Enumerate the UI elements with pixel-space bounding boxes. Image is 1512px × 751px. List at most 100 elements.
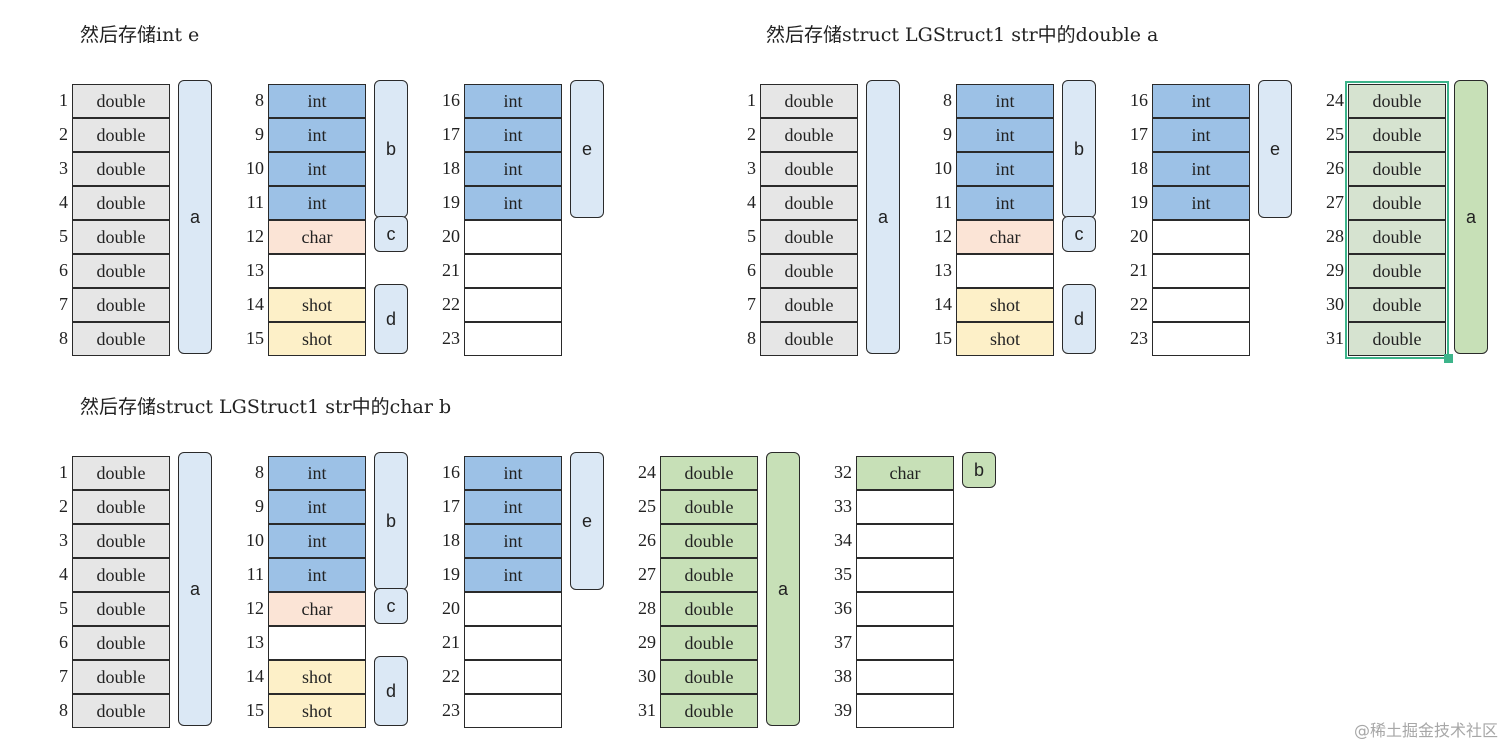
memory-cell: double bbox=[72, 152, 170, 186]
memory-cell: double bbox=[72, 694, 170, 728]
member-brace: b bbox=[374, 452, 408, 590]
memory-cell bbox=[464, 660, 562, 694]
address-index: 24 bbox=[638, 462, 656, 482]
memory-cell: char bbox=[856, 456, 954, 490]
address-index: 33 bbox=[834, 496, 852, 516]
address-index: 18 bbox=[442, 530, 460, 550]
address-index: 29 bbox=[638, 632, 656, 652]
member-brace: a bbox=[1454, 80, 1488, 354]
memory-cell: double bbox=[760, 186, 858, 220]
memory-cell: double bbox=[760, 220, 858, 254]
address-index: 3 bbox=[59, 530, 68, 550]
member-brace: a bbox=[178, 452, 212, 726]
memory-cell: double bbox=[660, 626, 758, 660]
memory-cell bbox=[464, 288, 562, 322]
member-brace: c bbox=[1062, 216, 1096, 252]
address-index: 38 bbox=[834, 666, 852, 686]
address-index: 11 bbox=[246, 192, 264, 212]
address-index: 37 bbox=[834, 632, 852, 652]
address-index: 19 bbox=[1130, 192, 1148, 212]
address-index: 24 bbox=[1326, 90, 1344, 110]
member-brace: c bbox=[374, 588, 408, 624]
memory-cell bbox=[464, 592, 562, 626]
address-index: 21 bbox=[1130, 260, 1148, 280]
memory-cell bbox=[464, 694, 562, 728]
memory-cell: double bbox=[72, 592, 170, 626]
address-index: 3 bbox=[747, 158, 756, 178]
member-brace: d bbox=[374, 656, 408, 726]
memory-cell: double bbox=[72, 254, 170, 288]
memory-cell: int bbox=[464, 84, 562, 118]
address-index: 29 bbox=[1326, 260, 1344, 280]
address-index: 4 bbox=[747, 192, 756, 212]
address-index: 6 bbox=[747, 260, 756, 280]
memory-cell: double bbox=[1348, 118, 1446, 152]
memory-cell bbox=[856, 558, 954, 592]
address-index: 3 bbox=[59, 158, 68, 178]
memory-cell: double bbox=[760, 322, 858, 356]
panel-title: 然后存储struct LGStruct1 str中的double a bbox=[766, 24, 1159, 46]
address-index: 10 bbox=[934, 158, 952, 178]
address-index: 22 bbox=[442, 666, 460, 686]
address-index: 12 bbox=[246, 226, 264, 246]
memory-cell: int bbox=[268, 84, 366, 118]
address-index: 6 bbox=[59, 260, 68, 280]
memory-cell: int bbox=[464, 524, 562, 558]
memory-cell: shot bbox=[956, 322, 1054, 356]
member-brace: b bbox=[1062, 80, 1096, 218]
address-index: 31 bbox=[638, 700, 656, 720]
address-index: 16 bbox=[442, 462, 460, 482]
address-index: 2 bbox=[747, 124, 756, 144]
memory-cell bbox=[856, 524, 954, 558]
memory-cell: int bbox=[1152, 84, 1250, 118]
address-index: 30 bbox=[638, 666, 656, 686]
memory-cell: int bbox=[1152, 186, 1250, 220]
address-index: 14 bbox=[934, 294, 952, 314]
memory-cell: double bbox=[1348, 288, 1446, 322]
address-index: 9 bbox=[255, 496, 264, 516]
selection-resize-handle[interactable] bbox=[1444, 354, 1453, 363]
address-index: 10 bbox=[246, 158, 264, 178]
address-index: 23 bbox=[442, 700, 460, 720]
address-index: 35 bbox=[834, 564, 852, 584]
memory-cell bbox=[956, 254, 1054, 288]
address-index: 2 bbox=[59, 124, 68, 144]
memory-cell: double bbox=[760, 254, 858, 288]
address-index: 21 bbox=[442, 632, 460, 652]
address-index: 15 bbox=[246, 328, 264, 348]
address-index: 16 bbox=[1130, 90, 1148, 110]
address-index: 16 bbox=[442, 90, 460, 110]
memory-cell: double bbox=[1348, 254, 1446, 288]
memory-cell: int bbox=[268, 152, 366, 186]
address-index: 9 bbox=[943, 124, 952, 144]
memory-cell: double bbox=[660, 490, 758, 524]
member-brace: d bbox=[1062, 284, 1096, 354]
memory-cell: shot bbox=[268, 660, 366, 694]
memory-cell: double bbox=[72, 524, 170, 558]
address-index: 5 bbox=[59, 226, 68, 246]
address-index: 30 bbox=[1326, 294, 1344, 314]
address-index: 4 bbox=[59, 564, 68, 584]
member-brace: b bbox=[962, 452, 996, 488]
address-index: 19 bbox=[442, 564, 460, 584]
memory-cell bbox=[464, 254, 562, 288]
memory-cell: shot bbox=[268, 694, 366, 728]
memory-cell: char bbox=[268, 592, 366, 626]
member-brace: e bbox=[570, 452, 604, 590]
address-index: 13 bbox=[246, 632, 264, 652]
memory-cell bbox=[464, 322, 562, 356]
memory-cell bbox=[1152, 322, 1250, 356]
memory-cell: double bbox=[72, 118, 170, 152]
address-index: 8 bbox=[59, 700, 68, 720]
memory-cell: double bbox=[72, 288, 170, 322]
memory-cell: int bbox=[956, 118, 1054, 152]
address-index: 5 bbox=[747, 226, 756, 246]
member-brace: a bbox=[178, 80, 212, 354]
memory-cell: shot bbox=[956, 288, 1054, 322]
address-index: 39 bbox=[834, 700, 852, 720]
address-index: 1 bbox=[747, 90, 756, 110]
memory-cell: double bbox=[72, 626, 170, 660]
memory-cell bbox=[856, 694, 954, 728]
address-index: 8 bbox=[59, 328, 68, 348]
member-brace: e bbox=[570, 80, 604, 218]
